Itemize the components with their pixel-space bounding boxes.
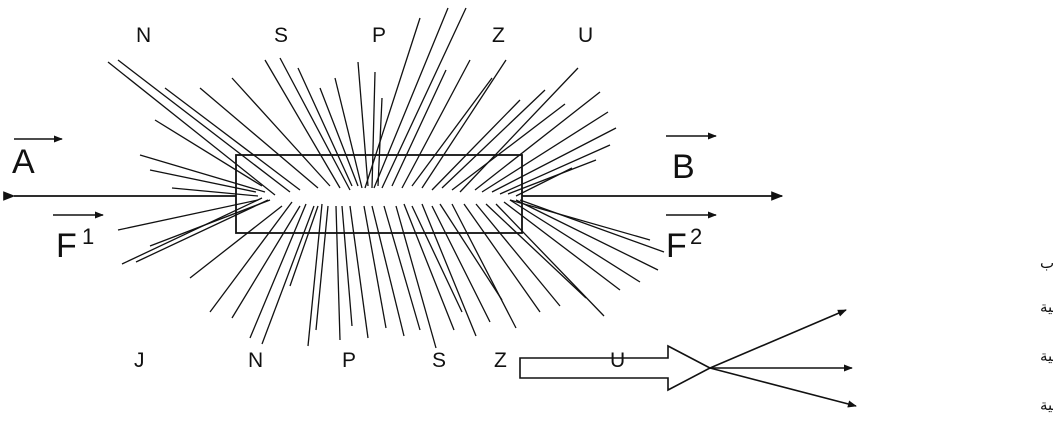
- interaction-line: [401, 59, 471, 189]
- interaction-line: [383, 205, 421, 331]
- interaction-line: [264, 59, 341, 189]
- interaction-line: [357, 61, 369, 187]
- interaction-line: [289, 205, 319, 287]
- interaction-line: [315, 205, 329, 331]
- interaction-line: [107, 61, 276, 196]
- interaction-line: [231, 77, 331, 187]
- interaction-line: [515, 167, 573, 197]
- interaction-line: [431, 99, 521, 191]
- interaction-line: [474, 91, 601, 191]
- interaction-line: [403, 203, 455, 331]
- interaction-line: [149, 199, 271, 247]
- bottom-label-p: P: [342, 349, 356, 372]
- vector-f2-label: F: [666, 227, 687, 265]
- interaction-line: [509, 199, 641, 283]
- interaction-line: [515, 199, 659, 271]
- interaction-line: [391, 69, 447, 187]
- bottom-label-s: S: [432, 349, 446, 372]
- interaction-line: [334, 77, 363, 189]
- interaction-lines: [107, 7, 665, 349]
- legend-item-3: دولية ـ دولية: [1040, 396, 1053, 414]
- branch-arrow-up-icon: [709, 309, 847, 369]
- interaction-line: [411, 77, 493, 187]
- interaction-line: [209, 201, 293, 313]
- interaction-line: [297, 67, 353, 187]
- interaction-line: [519, 199, 665, 253]
- bottom-label-j: J: [134, 349, 145, 372]
- vector-f1-label: F: [56, 227, 77, 265]
- interaction-line: [411, 205, 463, 313]
- interaction-line: [189, 205, 283, 279]
- interaction-line: [485, 203, 587, 299]
- hollow-block-arrow-icon: [519, 344, 712, 392]
- interaction-line: [363, 205, 387, 329]
- interaction-line: [307, 203, 323, 347]
- vector-a-label: A: [12, 143, 35, 181]
- interaction-line: [441, 89, 546, 189]
- top-label-s: S: [274, 24, 288, 47]
- interaction-line: [249, 203, 307, 339]
- interaction-line: [503, 201, 621, 291]
- branch-arrow-down-icon: [709, 367, 857, 408]
- interaction-line: [459, 67, 579, 193]
- interaction-line: [481, 111, 609, 193]
- interaction-line: [475, 203, 561, 307]
- legend-item-2: اقليمية ـ دولية: [1040, 347, 1053, 365]
- interaction-line: [341, 205, 353, 327]
- top-label-p: P: [372, 24, 386, 47]
- top-label-n: N: [136, 24, 151, 47]
- interaction-line: [421, 59, 507, 189]
- interaction-line: [373, 7, 449, 189]
- interaction-line: [154, 119, 263, 187]
- interaction-line: [491, 127, 617, 193]
- interaction-line: [279, 57, 351, 191]
- interaction-line: [371, 71, 376, 189]
- interaction-line: [117, 59, 291, 193]
- interaction-line: [439, 203, 503, 301]
- interaction-line: [364, 17, 421, 189]
- interaction-line: [171, 187, 259, 197]
- bottom-label-z: Z: [494, 349, 507, 372]
- interaction-line: [371, 205, 405, 337]
- interaction-line: [139, 154, 266, 193]
- interaction-line: [261, 205, 315, 345]
- bottom-label-n: N: [248, 349, 263, 372]
- interaction-line: [381, 7, 467, 189]
- interaction-line: [164, 87, 301, 191]
- interaction-line: [451, 103, 566, 191]
- interaction-line: [499, 144, 611, 195]
- interaction-line: [431, 205, 491, 323]
- interaction-line: [451, 203, 517, 329]
- bottom-label-u: U: [610, 349, 625, 372]
- interaction-line: [117, 199, 259, 231]
- interaction-line: [231, 205, 301, 319]
- top-label-z: Z: [492, 24, 505, 47]
- legend-title: التجاذب: [1040, 254, 1053, 272]
- core-region-box: [235, 154, 523, 234]
- interaction-line: [319, 87, 359, 187]
- interaction-line: [199, 87, 319, 189]
- interaction-line: [495, 203, 605, 317]
- vector-b-label: B: [672, 148, 695, 186]
- vector-f2-superscript: 2: [690, 224, 702, 249]
- interaction-line: [463, 203, 541, 313]
- interaction-line: [421, 203, 477, 337]
- top-label-u: U: [578, 24, 593, 47]
- interaction-line: [349, 205, 369, 339]
- vector-f1-superscript: 1: [82, 224, 94, 249]
- interaction-line: [135, 199, 269, 263]
- interaction-line: [335, 205, 341, 341]
- interaction-line: [395, 205, 437, 349]
- interaction-line: [509, 199, 651, 241]
- interaction-line: [149, 169, 257, 193]
- legend-item-1: اقليمية ـ اقليمية: [1040, 298, 1053, 316]
- interaction-line: [121, 197, 263, 265]
